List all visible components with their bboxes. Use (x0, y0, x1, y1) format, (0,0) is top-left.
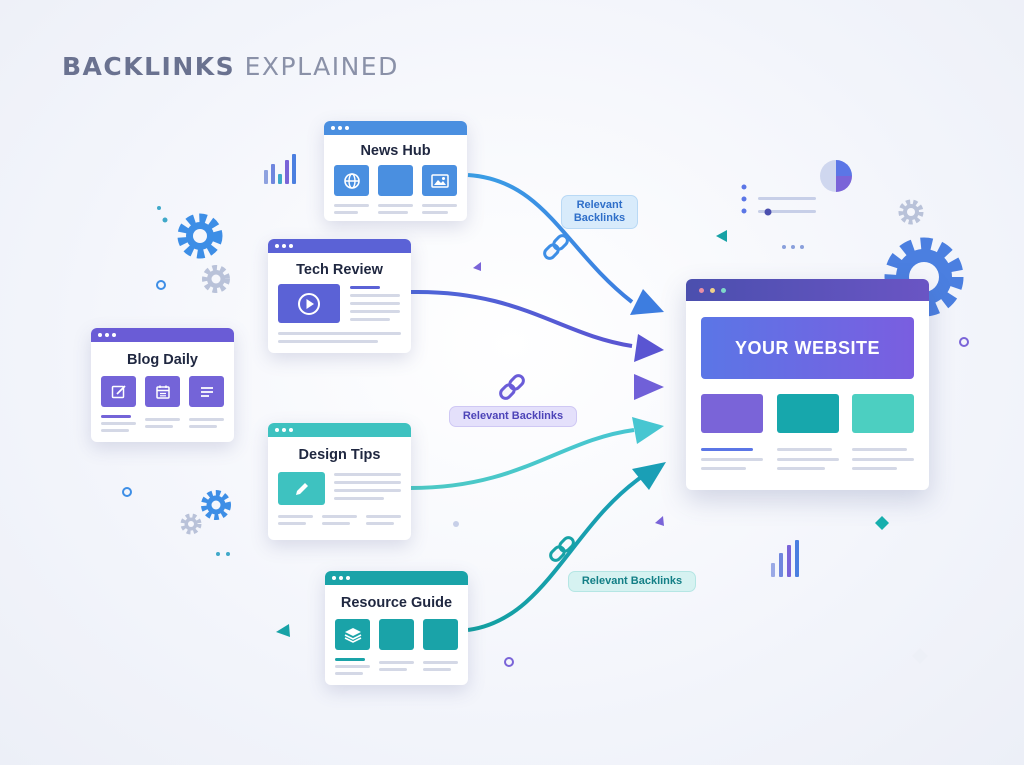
arrow-resource-guide (467, 476, 642, 632)
content-block (701, 394, 763, 433)
window-title-bar (324, 121, 467, 135)
your-website-banner: YOUR WEBSITE (701, 317, 914, 379)
source-card-blog-daily: Blog Daily (91, 328, 234, 442)
calendar-icon (145, 376, 180, 407)
chain-link-icon (543, 234, 569, 260)
content-block (852, 394, 914, 433)
image-icon (422, 165, 457, 196)
globe-icon (334, 165, 369, 196)
source-name: Blog Daily (127, 352, 198, 368)
source-name: News Hub (360, 143, 431, 159)
window-title-bar (325, 571, 468, 585)
layers-icon (335, 619, 370, 650)
blank-tile (379, 619, 414, 650)
pie-chart-icon (820, 160, 852, 192)
source-card-design-tips: Design Tips (268, 423, 411, 540)
arrowhead (634, 334, 664, 362)
arrowhead (632, 417, 664, 444)
blank-tile (423, 619, 458, 650)
gear-icon (180, 513, 202, 535)
title-light: EXPLAINED (244, 52, 399, 81)
source-name: Resource Guide (340, 595, 453, 611)
blank-tile (378, 165, 413, 196)
arrowhead (634, 374, 664, 400)
bar-chart-icon (771, 540, 799, 577)
link-label-top: Relevant Backlinks (561, 195, 638, 229)
gear-icon (898, 199, 924, 225)
gear-icon (202, 265, 230, 293)
window-title-bar (268, 239, 411, 253)
arrow-news-hub (467, 173, 634, 304)
source-name: Tech Review (296, 262, 383, 278)
arrowhead (632, 462, 666, 490)
link-label-bottom: Relevant Backlinks (568, 571, 696, 592)
chain-link-icon (549, 536, 575, 562)
bar-chart-icon (264, 154, 296, 184)
source-card-tech-review: Tech Review (268, 239, 411, 353)
window-title-bar (91, 328, 234, 342)
target-website-window: YOUR WEBSITE (686, 279, 929, 490)
source-card-resource-guide: Resource Guide (325, 571, 468, 685)
window-title-bar (686, 279, 929, 301)
edit-icon (101, 376, 136, 407)
chain-link-icon (499, 374, 525, 400)
source-name: Design Tips (298, 447, 381, 463)
gear-icon (177, 213, 223, 259)
arrow-tech-review (410, 289, 633, 348)
arrow-design-tips (410, 428, 635, 490)
page-title: BACKLINKS EXPLAINED (62, 52, 399, 81)
source-card-news-hub: News Hub (324, 121, 467, 221)
list-icon (189, 376, 224, 407)
pencil-icon (278, 472, 325, 505)
window-title-bar (268, 423, 411, 437)
arrowhead (630, 289, 664, 315)
title-strong: BACKLINKS (62, 52, 236, 81)
play-icon (278, 284, 340, 323)
content-block (777, 394, 839, 433)
link-label-middle: Relevant Backlinks (449, 406, 577, 427)
gear-icon (201, 490, 231, 520)
